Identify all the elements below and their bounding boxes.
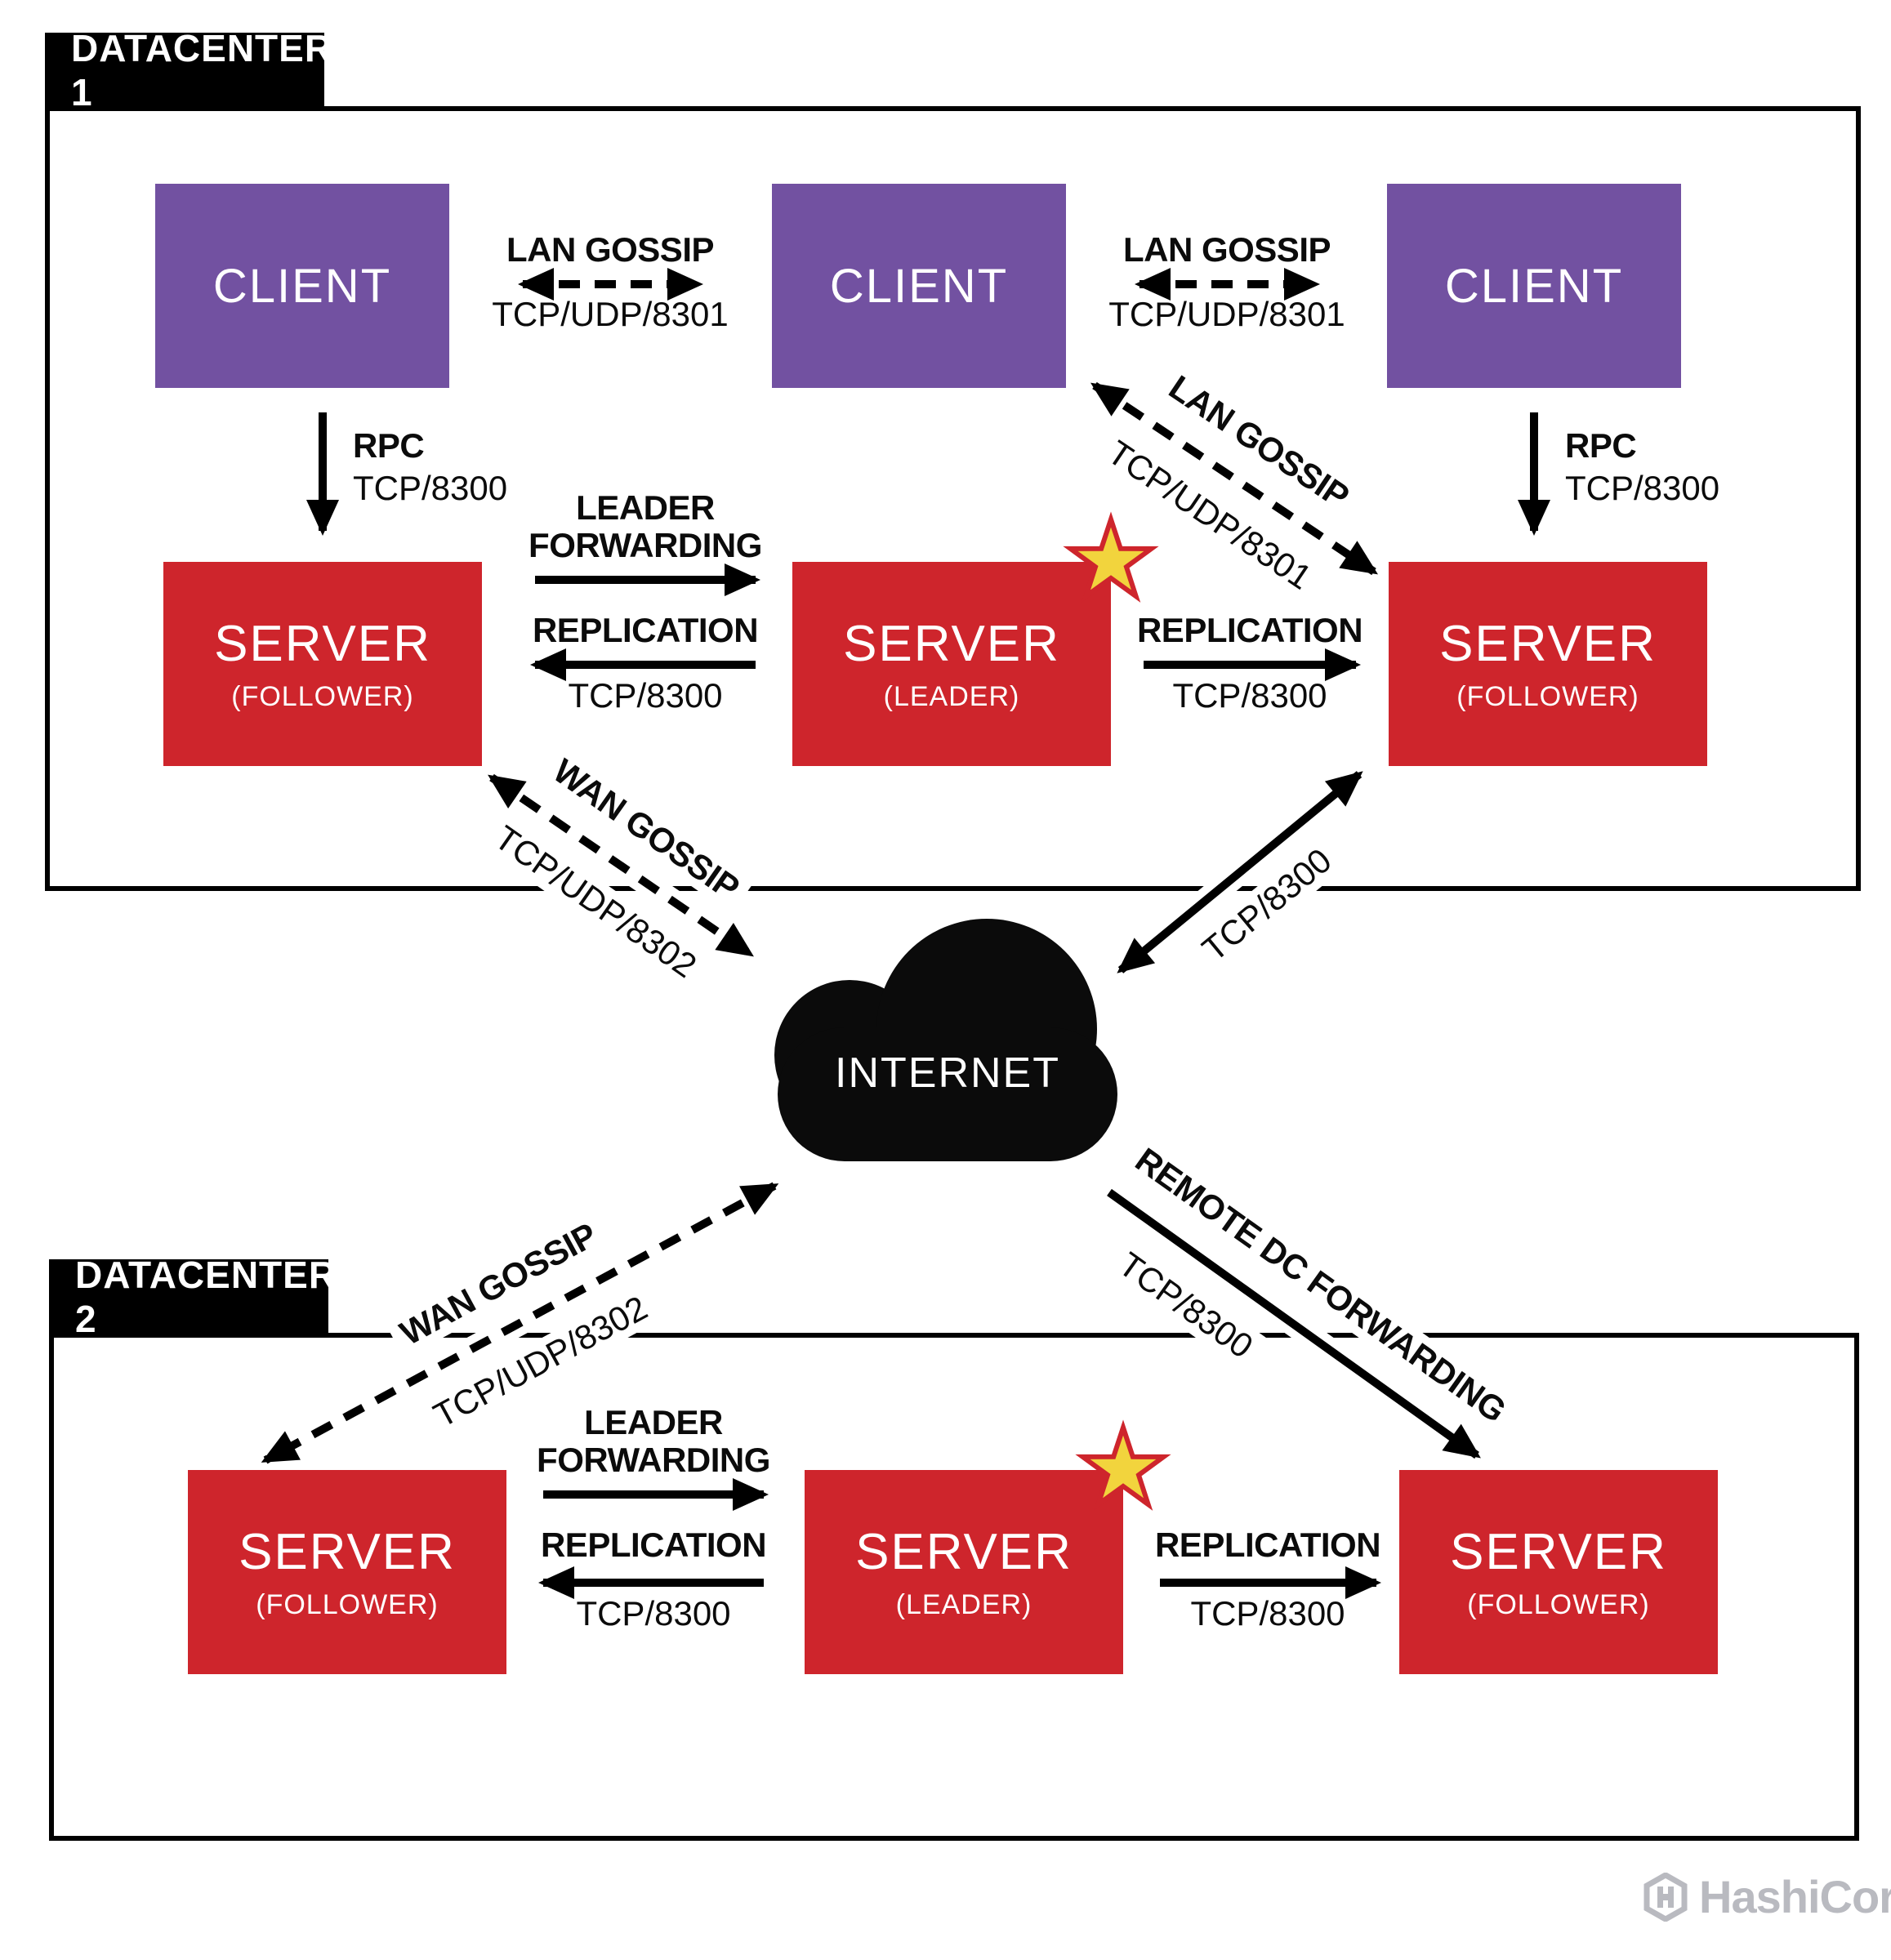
server-leader-dc2: SERVER (LEADER)	[805, 1470, 1123, 1674]
client-box-1: CLIENT	[155, 184, 449, 388]
replication-right-2-port: TCP/8300	[1190, 1594, 1345, 1633]
server-leader-dc1: SERVER (LEADER)	[792, 562, 1111, 766]
rpc-1-title: RPC	[353, 426, 425, 465]
server-label: SERVER	[843, 616, 1060, 672]
lan-gossip-1-port: TCP/UDP/8301	[492, 295, 729, 333]
server-label: SERVER	[1439, 616, 1657, 672]
hashicorp-mark-icon	[1643, 1872, 1688, 1922]
wan-gossip-arrow-2	[261, 1182, 779, 1464]
replication-right-1-title: REPLICATION	[1136, 611, 1363, 649]
datacenter2-region	[49, 1333, 1859, 1841]
leader-forwarding-2-line1: LEADER	[584, 1403, 723, 1441]
server-role: (LEADER)	[883, 681, 1020, 712]
server-role: (FOLLOWER)	[256, 1589, 439, 1620]
server-follower-1-dc1: SERVER (FOLLOWER)	[163, 562, 482, 766]
server-label: SERVER	[855, 1524, 1073, 1580]
replication-left-1-port: TCP/8300	[568, 676, 723, 715]
datacenter1-label-text: DATACENTER 1	[71, 27, 333, 114]
server-role: (FOLLOWER)	[1456, 681, 1639, 712]
replication-left-1-title: REPLICATION	[532, 611, 759, 649]
hashicorp-wordmark: HashiCorp	[1699, 1871, 1891, 1922]
server-follower-2-dc2: SERVER (FOLLOWER)	[1399, 1470, 1718, 1674]
replication-right-2-title: REPLICATION	[1154, 1526, 1381, 1564]
rpc-1-port: TCP/8300	[353, 469, 508, 507]
server-label: SERVER	[239, 1524, 456, 1580]
hashicorp-logo: HashiCorp	[1643, 1870, 1891, 1923]
lan-gossip-1-title: LAN GOSSIP	[506, 230, 715, 269]
client-3-label: CLIENT	[1444, 259, 1624, 313]
remote-dc-forwarding-arrow	[1107, 1188, 1481, 1459]
datacenter1-label: DATACENTER 1	[45, 27, 332, 114]
lan-gossip-arrow-diagonal	[1090, 381, 1378, 576]
replication-right-1-port: TCP/8300	[1172, 676, 1327, 715]
datacenter1-region	[45, 106, 1861, 891]
wan-gossip-arrow-1	[488, 773, 754, 958]
replication-left-2-port: TCP/8300	[576, 1594, 731, 1633]
server-role: (FOLLOWER)	[231, 681, 414, 712]
lan-gossip-2-port: TCP/UDP/8301	[1108, 295, 1345, 333]
client-1-label: CLIENT	[212, 259, 392, 313]
replication-left-2-title: REPLICATION	[540, 1526, 767, 1564]
server-follower-2-dc1: SERVER (FOLLOWER)	[1389, 562, 1707, 766]
leader-forwarding-1-line2: FORWARDING	[528, 526, 762, 564]
internet-cloud-icon	[774, 919, 1117, 1161]
rpc-2-title: RPC	[1565, 426, 1637, 465]
rpc-2-port: TCP/8300	[1565, 469, 1720, 507]
internet-label: INTERNET	[835, 1049, 1060, 1097]
internet-tcp8300-arrow	[1117, 771, 1363, 973]
leader-forwarding-1-line1: LEADER	[576, 488, 715, 527]
lan-gossip-2-title: LAN GOSSIP	[1122, 230, 1331, 269]
client-box-3: CLIENT	[1387, 184, 1681, 388]
server-follower-1-dc2: SERVER (FOLLOWER)	[188, 1470, 506, 1674]
server-role: (LEADER)	[895, 1589, 1032, 1620]
server-label: SERVER	[214, 616, 431, 672]
client-2-label: CLIENT	[829, 259, 1009, 313]
client-box-2: CLIENT	[772, 184, 1066, 388]
server-role: (FOLLOWER)	[1467, 1589, 1650, 1620]
server-label: SERVER	[1450, 1524, 1667, 1580]
leader-forwarding-2-line2: FORWARDING	[537, 1441, 770, 1479]
